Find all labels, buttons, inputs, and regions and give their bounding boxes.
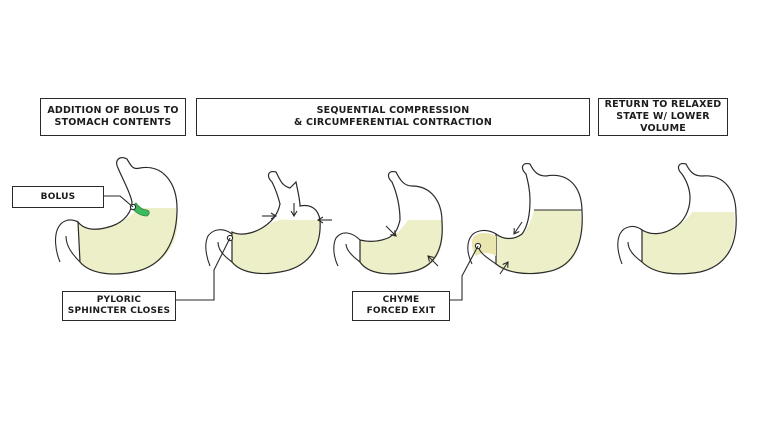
stomach-1 (55, 156, 178, 275)
header-addition-line1: ADDITION OF BOLUS TO (47, 105, 179, 116)
header-relaxed-line2: STATE W/ LOWER VOLUME (616, 111, 710, 134)
pyloric-leader-line (176, 237, 231, 301)
label-bolus: BOLUS (12, 186, 104, 208)
label-pyloric-line2: SPHINCTER CLOSES (67, 306, 171, 316)
bolus-leader-line (104, 195, 134, 208)
header-relaxed-line1: RETURN TO RELAXED (604, 99, 722, 110)
stomach-1-duodenum (55, 219, 81, 263)
label-chyme-line1: CHYME (382, 295, 420, 305)
label-chyme-line2: FORCED EXIT (366, 306, 436, 316)
stomach-1-outline (77, 156, 178, 275)
header-addition-line2: STOMACH CONTENTS (54, 117, 172, 128)
stomach-5 (617, 163, 737, 275)
header-compression: SEQUENTIAL COMPRESSION & CIRCUMFERENTIAL… (196, 98, 590, 136)
header-addition: ADDITION OF BOLUS TO STOMACH CONTENTS (40, 98, 186, 136)
stomach-3-duodenum (333, 232, 361, 267)
arrow-icon (499, 261, 509, 275)
stomach-4-contents (496, 210, 582, 274)
label-pyloric-line1: PYLORIC (96, 295, 142, 305)
chyme-shape (471, 233, 496, 256)
stomach-5-outline (641, 163, 737, 275)
stomach-2-duodenum (205, 229, 233, 267)
label-pyloric: PYLORIC SPHINCTER CLOSES (62, 291, 176, 321)
stomach-5-duodenum (617, 225, 643, 265)
stomach-3 (333, 171, 443, 275)
label-bolus-text: BOLUS (40, 191, 76, 202)
stomach-3-contents (360, 220, 443, 274)
arrow-icon (427, 255, 439, 267)
stomach-3-outline (359, 171, 443, 275)
header-compression-line1: SEQUENTIAL COMPRESSION (316, 105, 470, 116)
stomach-4-outline (495, 163, 583, 275)
stomach-4 (467, 163, 583, 275)
stomach-2-contents (232, 219, 321, 274)
label-chyme: CHYME FORCED EXIT (352, 291, 450, 321)
arrow-icon (385, 225, 397, 237)
stomach-1-contents (78, 208, 178, 274)
stomach-5-contents (642, 212, 735, 274)
stomach-2 (205, 171, 332, 275)
chyme-leader-line (450, 245, 479, 301)
header-compression-line2: & CIRCUMFERENTIAL CONTRACTION (294, 117, 492, 128)
header-relaxed: RETURN TO RELAXED STATE W/ LOWER VOLUME (598, 98, 728, 136)
arrow-icon (513, 221, 523, 235)
